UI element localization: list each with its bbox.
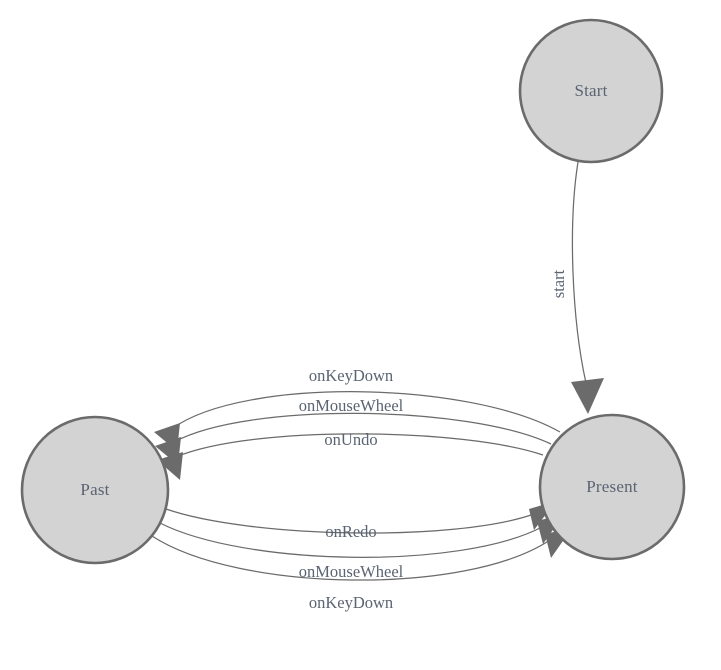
edge-onundo-arrowhead xyxy=(157,452,183,480)
node-start-label: Start xyxy=(574,81,607,100)
edge-onundo[interactable]: onUndo xyxy=(157,430,544,480)
edge-onundo-label: onUndo xyxy=(324,430,377,449)
edge-onmousewheel-to-past-label: onMouseWheel xyxy=(299,396,404,415)
node-present-circle xyxy=(538,413,686,561)
node-present[interactable]: Present xyxy=(538,413,686,561)
edge-onkeydown-to-present-label: onKeyDown xyxy=(309,593,393,612)
edge-onredo[interactable]: onRedo xyxy=(165,501,556,541)
edge-onkeydown-to-past-label: onKeyDown xyxy=(309,366,393,385)
node-start-circle xyxy=(518,18,664,164)
edge-onundo-path xyxy=(175,433,544,458)
node-past[interactable]: Past xyxy=(20,415,170,565)
edge-onredo-label: onRedo xyxy=(325,522,376,541)
node-present-label: Present xyxy=(586,477,638,496)
node-start[interactable]: Start xyxy=(518,18,664,164)
edge-onmousewheel-to-present[interactable]: onMouseWheel xyxy=(159,514,564,581)
edge-onkeydown-to-past-path xyxy=(172,391,561,433)
node-past-circle xyxy=(20,415,170,565)
edge-start-label: start xyxy=(549,269,568,298)
edge-onkeydown-to-present[interactable]: onKeyDown xyxy=(151,528,572,612)
edge-onmousewheel-to-present-path xyxy=(159,522,543,558)
edge-onredo-path xyxy=(165,508,535,534)
edge-start-arrowhead xyxy=(571,378,604,414)
edge-start-path xyxy=(571,161,587,384)
edge-onmousewheel-to-past-path xyxy=(173,412,552,445)
edge-onmousewheel-to-present-label: onMouseWheel xyxy=(299,562,404,581)
edge-onkeydown-to-present-path xyxy=(151,535,551,581)
node-past-label: Past xyxy=(80,480,109,499)
edge-start[interactable]: start xyxy=(549,161,604,414)
